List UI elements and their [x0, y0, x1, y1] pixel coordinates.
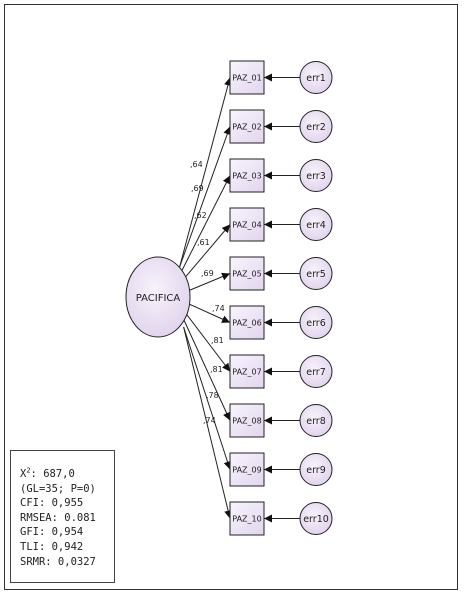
loading-value: ,78: [206, 391, 219, 400]
error-term-label: err6: [306, 318, 326, 329]
error-term-circle: [299, 453, 333, 486]
loading-value: ,81: [210, 365, 223, 374]
error-term-label: err2: [306, 122, 326, 133]
error-term-label: err3: [306, 171, 326, 182]
loading-value: ,69: [191, 184, 204, 193]
error-term-circle: [299, 208, 333, 241]
loading-path: [183, 310, 231, 372]
indicator-box: [229, 354, 265, 389]
error-term-circle: [299, 61, 333, 94]
error-term-circle: [299, 257, 333, 290]
error-term-circle: [299, 355, 333, 388]
indicator-label: PAZ_10: [232, 515, 261, 524]
error-term-label: err1: [306, 73, 326, 84]
indicator-box: [229, 158, 265, 193]
indicator-label: PAZ_03: [232, 172, 261, 181]
fit-indices-box: X2: 687,0 (GL=35; P=0) CFI: 0,955 RMSEA:…: [10, 450, 115, 583]
fit-cfi: CFI: 0,955: [20, 497, 84, 510]
loading-value: ,74: [203, 416, 216, 425]
indicator-box: [229, 403, 265, 438]
loading-value: ,64: [190, 160, 203, 169]
error-term-circle: [299, 159, 333, 192]
error-term-label: err9: [306, 465, 326, 476]
error-term-label: err4: [306, 220, 326, 231]
indicator-box: [229, 256, 265, 291]
error-term-label: err8: [306, 416, 326, 427]
loading-value: ,69: [201, 269, 214, 278]
loading-path: [179, 77, 232, 268]
indicator-box: [229, 305, 265, 340]
error-term-circle: [299, 404, 333, 437]
indicator-label: PAZ_08: [232, 417, 261, 426]
error-term-label: err10: [303, 514, 329, 525]
indicator-box: [229, 60, 265, 95]
loading-path: [183, 319, 231, 421]
indicator-box: [229, 109, 265, 144]
fit-gl-p: (GL=35; P=0): [20, 482, 96, 495]
indicator-label: PAZ_02: [232, 123, 261, 132]
loading-path: [183, 301, 231, 323]
loading-value: ,62: [194, 211, 207, 220]
error-term-label: err7: [306, 367, 326, 378]
indicator-label: PAZ_06: [232, 319, 261, 328]
fit-gfi: GFI: 0,954: [20, 526, 84, 539]
indicator-box: [229, 207, 265, 242]
loading-path: [179, 175, 231, 276]
latent-factor-oval: [125, 256, 191, 338]
latent-factor-label: PACIFICA: [136, 293, 181, 304]
error-term-circle: [299, 306, 333, 339]
loading-path: [183, 326, 232, 470]
indicator-label: PAZ_07: [232, 368, 261, 377]
loading-value: ,61: [197, 238, 210, 247]
indicator-label: PAZ_01: [232, 74, 261, 83]
loading-value: ,81: [211, 336, 224, 345]
error-term-circle: [299, 502, 333, 535]
loading-path: [183, 272, 231, 294]
fit-rmsea: RMSEA: 0.081: [20, 511, 96, 524]
loading-path: [179, 224, 231, 285]
loading-path: [183, 326, 233, 519]
indicator-label: PAZ_09: [232, 466, 261, 475]
indicator-label: PAZ_04: [232, 221, 261, 230]
indicator-box: [229, 501, 265, 536]
loading-path: [179, 126, 232, 268]
loading-value: ,74: [212, 304, 225, 313]
error-term-label: err5: [306, 269, 326, 280]
fit-srmr: SRMR: 0,0327: [20, 555, 96, 568]
indicator-label: PAZ_05: [232, 270, 261, 279]
fit-chi-square: X2: 687,0: [20, 466, 75, 480]
fit-tli: TLI: 0,942: [20, 540, 84, 553]
error-term-circle: [299, 110, 333, 143]
indicator-box: [229, 452, 265, 487]
